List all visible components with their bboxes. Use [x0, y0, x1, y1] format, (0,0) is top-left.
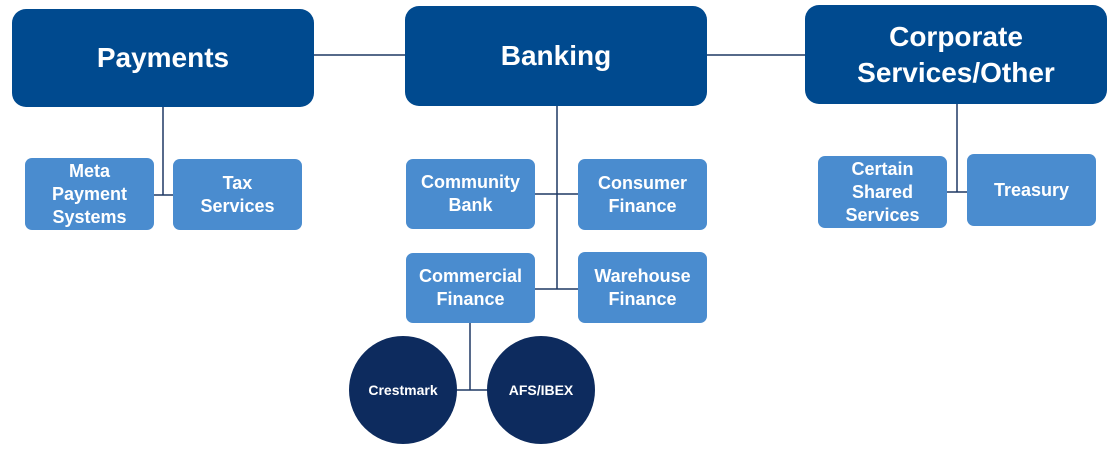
payments-segment-box: Payments [12, 9, 314, 107]
corporate-segment-box: Corporate Services/Other [805, 5, 1107, 104]
tax-services-box: Tax Services [173, 159, 302, 230]
warehouse-finance-box: Warehouse Finance [578, 252, 707, 323]
treasury-box: Treasury [967, 154, 1096, 226]
meta-payment-systems-box: Meta Payment Systems [25, 158, 154, 230]
banking-segment-box: Banking [405, 6, 707, 106]
crestmark-circle: Crestmark [349, 336, 457, 444]
consumer-finance-box: Consumer Finance [578, 159, 707, 230]
certain-shared-services-box: Certain Shared Services [818, 156, 947, 228]
afs-ibex-circle: AFS/IBEX [487, 336, 595, 444]
community-bank-box: Community Bank [406, 159, 535, 229]
commercial-finance-box: Commercial Finance [406, 253, 535, 323]
